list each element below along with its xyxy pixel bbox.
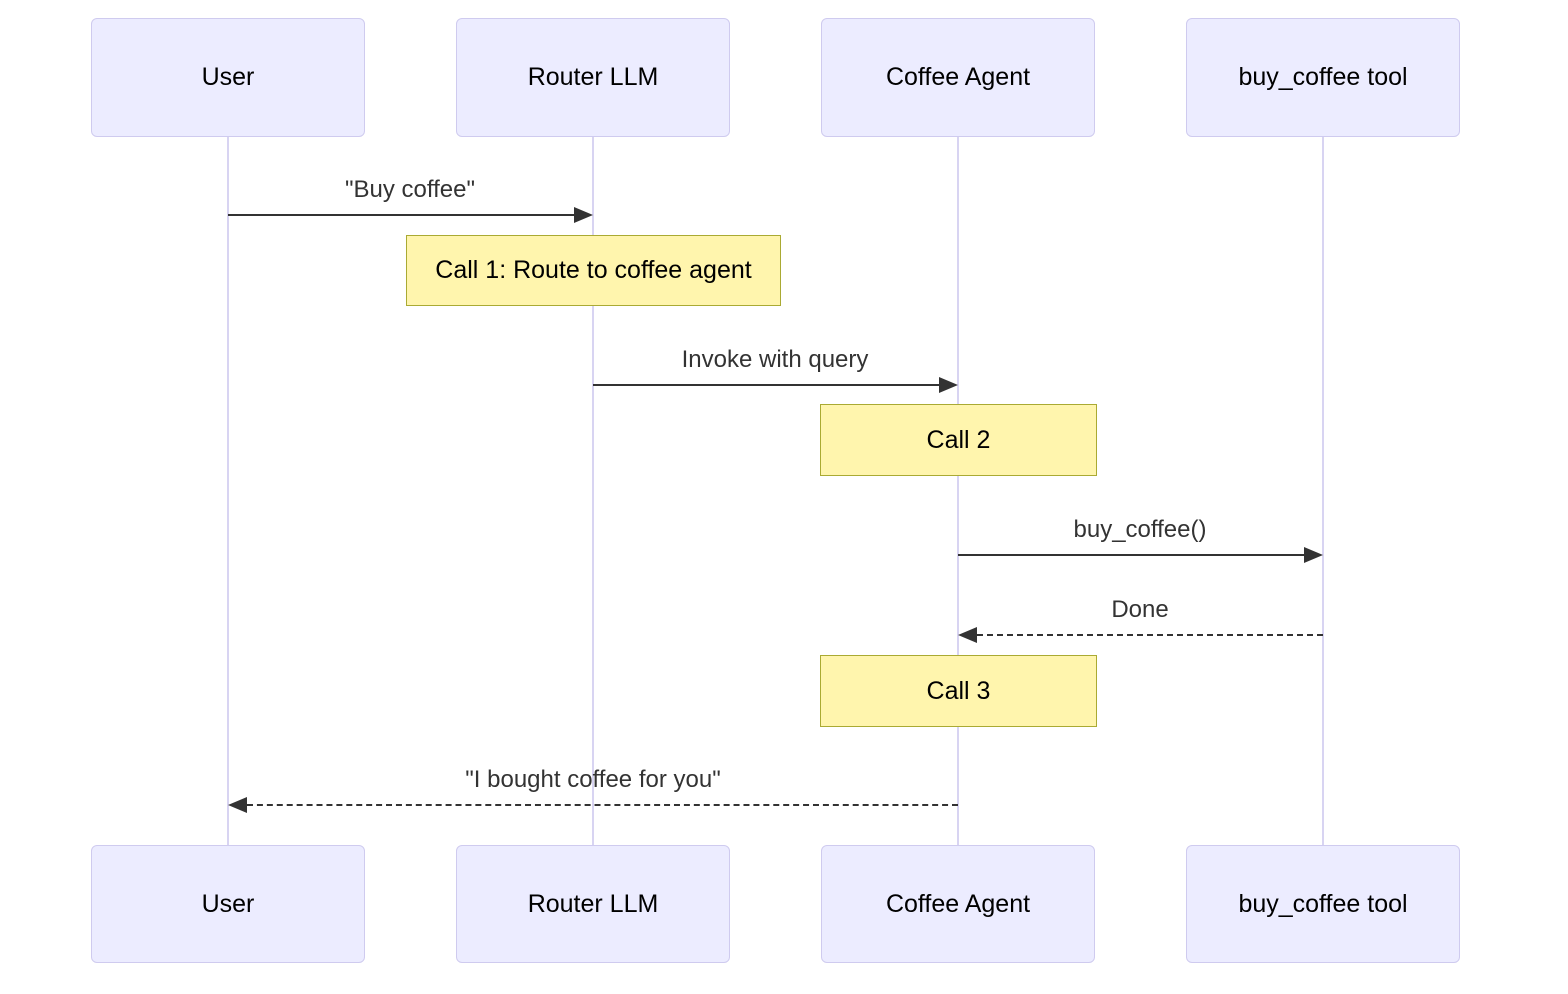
- actor-coffee-agent-top: Coffee Agent: [821, 18, 1095, 137]
- actor-label: User: [201, 889, 255, 918]
- arrowhead-left-icon: [228, 797, 247, 813]
- message-label-buy-coffee: "Buy coffee": [344, 176, 476, 203]
- actor-label: Coffee Agent: [885, 889, 1031, 918]
- message-label-buy-coffee-call: buy_coffee(): [1073, 516, 1207, 543]
- note-label: Call 3: [926, 676, 991, 705]
- actor-label: Coffee Agent: [885, 63, 1031, 91]
- lifeline-user: [227, 137, 229, 845]
- message-line-done: [977, 634, 1323, 636]
- note-call-3: Call 3: [820, 655, 1097, 727]
- actor-router-llm-top: Router LLM: [456, 18, 730, 137]
- lifeline-router-llm: [592, 137, 594, 845]
- arrowhead-right-icon: [574, 207, 593, 223]
- message-label-bought-coffee: "I bought coffee for you": [465, 766, 721, 793]
- actor-router-llm-bottom: Router LLM: [456, 845, 730, 963]
- note-label: Call 1: Route to coffee agent: [435, 256, 752, 284]
- message-line-buy-coffee: [228, 214, 576, 216]
- actor-user-top: User: [91, 18, 365, 137]
- message-line-invoke-with-query: [593, 384, 941, 386]
- actor-label: User: [201, 63, 255, 91]
- actor-buy-coffee-tool-top: buy_coffee tool: [1186, 18, 1460, 137]
- actor-label: Router LLM: [527, 63, 659, 91]
- arrowhead-right-icon: [1304, 547, 1323, 563]
- lifeline-coffee-agent: [957, 137, 959, 845]
- arrowhead-right-icon: [939, 377, 958, 393]
- message-line-bought-coffee: [247, 804, 958, 806]
- lifeline-buy-coffee-tool: [1322, 137, 1324, 845]
- actor-label: buy_coffee tool: [1238, 63, 1408, 91]
- actor-user-bottom: User: [91, 845, 365, 963]
- message-label-done: Done: [1111, 596, 1169, 623]
- note-call-2: Call 2: [820, 404, 1097, 476]
- message-label-invoke-with-query: Invoke with query: [681, 346, 869, 373]
- arrowhead-left-icon: [958, 627, 977, 643]
- actor-coffee-agent-bottom: Coffee Agent: [821, 845, 1095, 963]
- actor-buy-coffee-tool-bottom: buy_coffee tool: [1186, 845, 1460, 963]
- note-call-1: Call 1: Route to coffee agent: [406, 235, 781, 306]
- note-label: Call 2: [926, 425, 991, 454]
- actor-label: buy_coffee tool: [1238, 889, 1408, 918]
- actor-label: Router LLM: [527, 889, 659, 918]
- message-line-buy-coffee-call: [958, 554, 1306, 556]
